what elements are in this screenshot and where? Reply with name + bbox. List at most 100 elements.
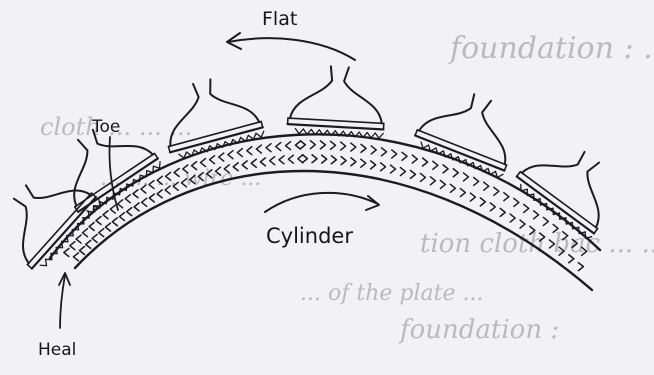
wire-hook	[266, 144, 271, 152]
wire-hook	[578, 263, 583, 271]
wire-hook	[210, 156, 215, 164]
flat-plate-edge	[520, 172, 597, 229]
wire-hook	[331, 141, 336, 149]
wire-hook	[118, 200, 123, 208]
bleed-line-5: ... of the plate ...	[300, 281, 483, 306]
wire-hook	[331, 156, 336, 164]
wire-hook	[420, 173, 425, 181]
wire-hook	[361, 159, 366, 167]
flat-plate-edge	[288, 118, 384, 123]
wire-hook	[134, 203, 139, 211]
wire-hook	[524, 204, 529, 212]
flat-body	[290, 64, 385, 123]
wire-hook	[70, 242, 75, 250]
wire-hook	[228, 151, 233, 159]
wire-hook	[76, 235, 81, 243]
wire-hook	[112, 218, 117, 226]
wire-hook	[494, 187, 499, 195]
wire-hook	[341, 157, 346, 165]
wire-hook	[96, 217, 101, 225]
wire-hook	[276, 143, 281, 151]
wire-hook	[433, 161, 438, 169]
wire-hook	[381, 163, 386, 171]
wire-hook	[270, 157, 275, 165]
wire-hook	[260, 158, 265, 166]
wire-hook	[410, 170, 415, 178]
wire-hook	[103, 211, 108, 219]
wire-hook	[341, 142, 346, 150]
wire-hook	[127, 208, 132, 216]
wire-hook	[73, 253, 78, 261]
wire-hook	[219, 153, 224, 161]
wire-hook	[484, 182, 489, 190]
wire-hook	[295, 141, 300, 149]
wire-hook	[105, 223, 110, 231]
wire-hook	[514, 198, 519, 206]
wire-hook	[400, 168, 405, 176]
wire-hook	[310, 141, 315, 149]
wire-hook	[125, 195, 130, 203]
wire-hook	[237, 149, 242, 157]
toe-label: Toe	[91, 117, 120, 137]
flat-direction-arrow	[227, 33, 355, 60]
wire-hook	[371, 146, 376, 154]
wire-hook	[92, 234, 97, 242]
wire-hook	[64, 248, 69, 256]
wire-hook	[440, 180, 445, 188]
wire-hook	[392, 150, 397, 158]
wire-hook	[320, 141, 325, 149]
cylinder-label: Cylinder	[266, 224, 353, 248]
wire-hook	[119, 213, 124, 221]
wire-hook	[247, 147, 252, 155]
wire-hook	[490, 203, 495, 211]
wire-hook	[157, 190, 162, 198]
flat-body	[156, 70, 259, 146]
wire-hook	[402, 152, 407, 160]
bleed-through-text: foundation : ... ... A ... cloth ... ...…	[40, 31, 654, 345]
bleed-line-6: foundation :	[398, 315, 559, 345]
cylinder-rotation-arrow	[265, 193, 379, 212]
flat-plate-edge	[415, 135, 504, 170]
wire-hook	[460, 189, 465, 197]
wire-hook	[86, 240, 91, 248]
flat-label: Flat	[262, 8, 297, 30]
wire-hook	[279, 156, 284, 164]
flat-wire-tooth	[295, 129, 303, 134]
wire-hook	[298, 155, 303, 163]
wire-hook	[351, 158, 356, 166]
wire-hook	[361, 144, 366, 152]
heel-pointer-arrow	[59, 273, 70, 328]
wire-hook	[500, 208, 505, 216]
flat-plate-end	[517, 172, 598, 234]
bleed-line-1: foundation : ... ... A ...	[448, 31, 654, 66]
flat-plate-edge	[417, 130, 506, 165]
wire-hook	[149, 194, 154, 202]
wire-hook	[470, 193, 475, 201]
wire-hook	[79, 247, 84, 255]
flat-plate-edge	[27, 193, 91, 264]
wire-hook	[351, 143, 356, 151]
heel-label: Heal	[38, 340, 76, 360]
wire-hook	[300, 141, 305, 149]
flat	[287, 64, 387, 138]
flat-wire-tooth	[40, 259, 49, 268]
wire-hook	[504, 193, 509, 201]
wire-hook	[99, 229, 104, 237]
wire-hook	[450, 184, 455, 192]
wire-hook	[142, 198, 147, 206]
wire-hook	[288, 155, 293, 163]
wire-hook	[371, 161, 376, 169]
wire-hook	[510, 214, 515, 222]
bleed-line-4: tion cloth bac ... ... pres	[420, 229, 654, 259]
wire-hook	[520, 220, 525, 228]
wire-hook	[453, 169, 458, 177]
wire-hook	[286, 142, 291, 150]
wire-hook	[302, 155, 307, 163]
wire-hook	[256, 145, 261, 153]
wire-hook	[480, 198, 485, 206]
wire-hook	[543, 217, 548, 225]
wire-hook	[463, 173, 468, 181]
wire-hook	[89, 223, 94, 231]
